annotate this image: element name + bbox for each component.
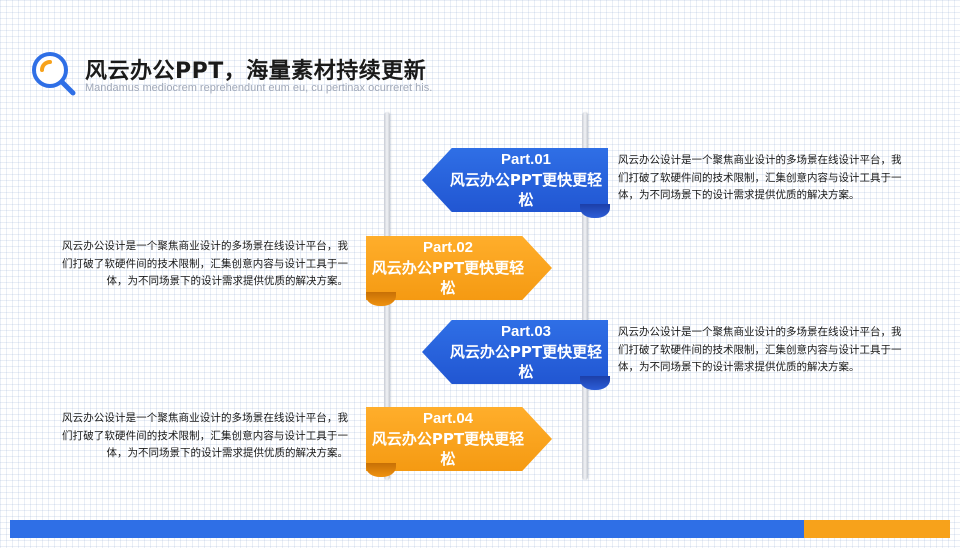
part-01-slogan: 风云办公PPT更快更轻松 (449, 171, 603, 209)
part-03-label: Part.03 (500, 323, 552, 340)
footer-bar-blue (10, 520, 804, 538)
part-01-banner-curl (580, 204, 610, 218)
part-04-banner-curl (366, 463, 396, 477)
part-03-slogan: 风云办公PPT更快更轻松 (449, 343, 603, 381)
part-04-label: Part.04 (422, 410, 474, 427)
page-subtitle: Mandamus mediocrem reprehendunt eum eu, … (85, 82, 433, 94)
part-02-description: 风云办公设计是一个聚焦商业设计的多场景在线设计平台，我们打破了软硬件间的技术限制… (62, 240, 348, 287)
part-04-banner: Part.04 风云办公PPT更快更轻松 (366, 407, 552, 471)
footer-bar-orange (804, 520, 950, 538)
part-01-label: Part.01 (500, 151, 552, 168)
part-02-slogan: 风云办公PPT更快更轻松 (371, 259, 525, 297)
page-title: 风云办公PPT，海量素材持续更新 (85, 59, 427, 84)
timeline-post-right (582, 112, 588, 480)
search-magnifier-icon (30, 50, 78, 98)
part-02-banner: Part.02 风云办公PPT更快更轻松 (366, 236, 552, 300)
part-02-label: Part.02 (422, 239, 474, 256)
part-01-description: 风云办公设计是一个聚焦商业设计的多场景在线设计平台，我们打破了软硬件间的技术限制… (618, 154, 902, 201)
part-03-banner-curl (580, 376, 610, 390)
part-01-banner: Part.01 风云办公PPT更快更轻松 (422, 148, 608, 212)
part-04-description: 风云办公设计是一个聚焦商业设计的多场景在线设计平台，我们打破了软硬件间的技术限制… (62, 412, 348, 459)
part-03-description: 风云办公设计是一个聚焦商业设计的多场景在线设计平台，我们打破了软硬件间的技术限制… (618, 326, 902, 373)
part-04-slogan: 风云办公PPT更快更轻松 (371, 430, 525, 468)
part-02-banner-curl (366, 292, 396, 306)
part-03-banner: Part.03 风云办公PPT更快更轻松 (422, 320, 608, 384)
